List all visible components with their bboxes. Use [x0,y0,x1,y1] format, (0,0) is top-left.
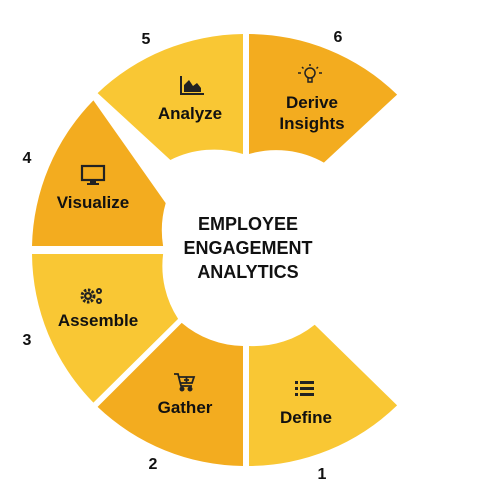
segment-label-analyze: Analyze [158,104,222,123]
segment-analyze [97,34,243,160]
area-chart-icon [180,76,204,95]
segment-derive-insights [249,34,398,163]
center-title-line3: ANALYTICS [197,262,298,282]
segment-label-assemble: Assemble [58,311,138,330]
segment-label-derive-line2: Insights [279,114,344,133]
segment-label-derive-line1: Derive [286,93,338,112]
monitor-icon [80,164,106,185]
center-title-line1: EMPLOYEE [198,214,298,234]
segment-define [249,324,398,466]
cart-plus-icon [174,373,196,392]
list-icon [295,381,314,396]
segment-visualize [32,100,166,247]
lightbulb-icon [298,64,322,83]
gears-icon [80,288,102,304]
segment-label-gather: Gather [158,398,213,417]
segment-label-define: Define [280,408,332,427]
step-number-3: 3 [23,332,32,349]
segment-gather [97,322,243,466]
step-number-4: 4 [23,150,32,167]
step-number-6: 6 [334,29,343,46]
step-number-1: 1 [318,466,327,483]
segment-label-visualize: Visualize [57,193,129,212]
segment-assemble [32,254,179,403]
center-title-line2: ENGAGEMENT [183,238,312,258]
step-number-2: 2 [149,456,158,473]
step-number-5: 5 [142,31,151,48]
